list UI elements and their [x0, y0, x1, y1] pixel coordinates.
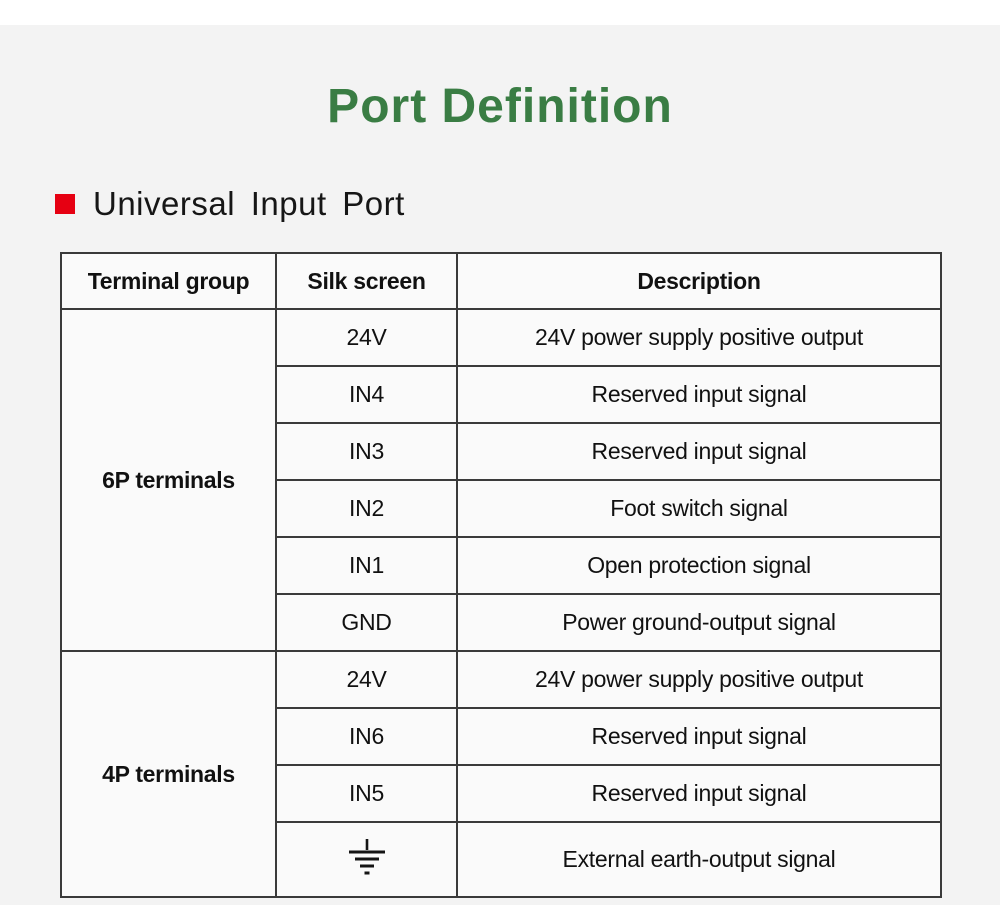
header-description: Description — [456, 252, 942, 310]
silk-cell: 24V — [275, 650, 458, 709]
port-definition-table: Terminal group Silk screen Description 6… — [60, 252, 942, 898]
silk-cell: IN1 — [275, 536, 458, 595]
silk-cell: IN4 — [275, 365, 458, 424]
silk-cell — [275, 821, 458, 898]
earth-ground-icon — [345, 837, 389, 877]
section-heading-label: Universal Input Port — [93, 185, 405, 222]
silk-cell: 24V — [275, 308, 458, 367]
table-row: IN1 Open protection signal — [61, 536, 942, 595]
silk-cell: IN2 — [275, 479, 458, 538]
description-cell: Foot switch signal — [456, 479, 942, 538]
table-row: IN3 Reserved input signal — [61, 422, 942, 481]
description-cell: Reserved input signal — [456, 764, 942, 823]
description-cell: External earth-output signal — [456, 821, 942, 898]
header-terminal-group: Terminal group — [60, 252, 277, 310]
table-row: IN5 Reserved input signal — [61, 764, 942, 823]
page-title: Port Definition — [327, 80, 673, 133]
description-cell: Power ground-output signal — [456, 593, 942, 652]
silk-cell: IN5 — [275, 764, 458, 823]
description-cell: 24V power supply positive output — [456, 650, 942, 709]
table-row: IN6 Reserved input signal — [61, 707, 942, 766]
description-cell: Reserved input signal — [456, 422, 942, 481]
red-square-bullet — [55, 194, 75, 214]
top-white-band — [0, 0, 1000, 25]
group-cell-4p: 4P terminals — [60, 650, 277, 898]
description-cell: 24V power supply positive output — [456, 308, 942, 367]
table-row: External earth-output signal — [61, 821, 942, 898]
description-cell: Open protection signal — [456, 536, 942, 595]
silk-cell: IN6 — [275, 707, 458, 766]
bottom-white-band — [0, 905, 1000, 912]
table-header-row: Terminal group Silk screen Description — [60, 252, 942, 310]
table-row: GND Power ground-output signal — [61, 593, 942, 652]
section-heading: Universal Input Port — [55, 185, 1000, 222]
description-cell: Reserved input signal — [456, 365, 942, 424]
silk-cell: IN3 — [275, 422, 458, 481]
description-cell: Reserved input signal — [456, 707, 942, 766]
table-row: 4P terminals 24V 24V power supply positi… — [60, 650, 942, 898]
silk-cell: GND — [275, 593, 458, 652]
group-cell-6p: 6P terminals — [60, 308, 277, 652]
header-silk-screen: Silk screen — [275, 252, 458, 310]
table-row: IN4 Reserved input signal — [61, 365, 942, 424]
table-row: IN2 Foot switch signal — [61, 479, 942, 538]
table-row: 6P terminals 24V 24V power supply positi… — [60, 308, 942, 652]
